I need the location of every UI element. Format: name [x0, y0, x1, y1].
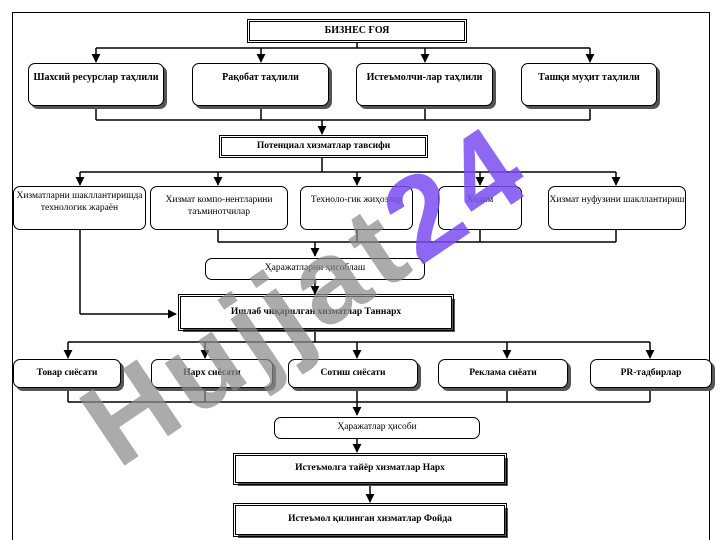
business-idea-box: БИЗНЕС ҒОЯ	[246, 18, 468, 44]
service-reputation-box: Хизмат нуфузини шакллантириш	[548, 186, 686, 230]
external-environment-analysis-box: Ташқи муҳит таҳлили	[521, 63, 657, 106]
cost-calculation-box: Ҳаражатларни ҳисоблаш	[205, 258, 425, 280]
pr-events-box: PR-тадбирлар	[590, 359, 712, 388]
cost-price-box: Ишлаб чиқарилган хизматлар Таннарх	[177, 293, 455, 332]
competition-analysis-box: Рақобат таҳлили	[192, 63, 329, 106]
personal-resources-analysis-box: Шахсий ресурслар таҳлили	[28, 63, 164, 106]
consumer-price-box: Истеъмолга тайёр хизматлар Нарх	[232, 452, 508, 486]
advertising-policy-box: Реклама сиёати	[438, 359, 568, 388]
staff-box: Ходим	[438, 186, 522, 230]
profit-box: Истеъмол қилинган хизматлар Фойда	[232, 502, 508, 538]
business-idea-label: БИЗНЕС ҒОЯ	[324, 24, 390, 36]
potential-services-box: Потенциал хизматлар тавсифи	[218, 134, 429, 159]
product-policy-box: Товар сиёсати	[13, 359, 121, 388]
diagram-frame	[12, 12, 710, 540]
cost-accounting-box: Ҳаражатлар ҳисоби	[274, 417, 480, 439]
sales-policy-box: Сотиш сиёсати	[288, 359, 418, 388]
consumer-analysis-box: Истеъмолчи-лар таҳлили	[356, 63, 493, 106]
price-policy-box: Нарх сиёсати	[151, 359, 273, 388]
technological-equipment-box: Техноло-гик жиҳозлар	[300, 186, 413, 230]
service-component-suppliers-box: Хизмат компо-нентларини таъминотчилар	[150, 186, 288, 230]
technological-process-box: Хизматларни шакллантиришда технологик жа…	[13, 186, 146, 230]
